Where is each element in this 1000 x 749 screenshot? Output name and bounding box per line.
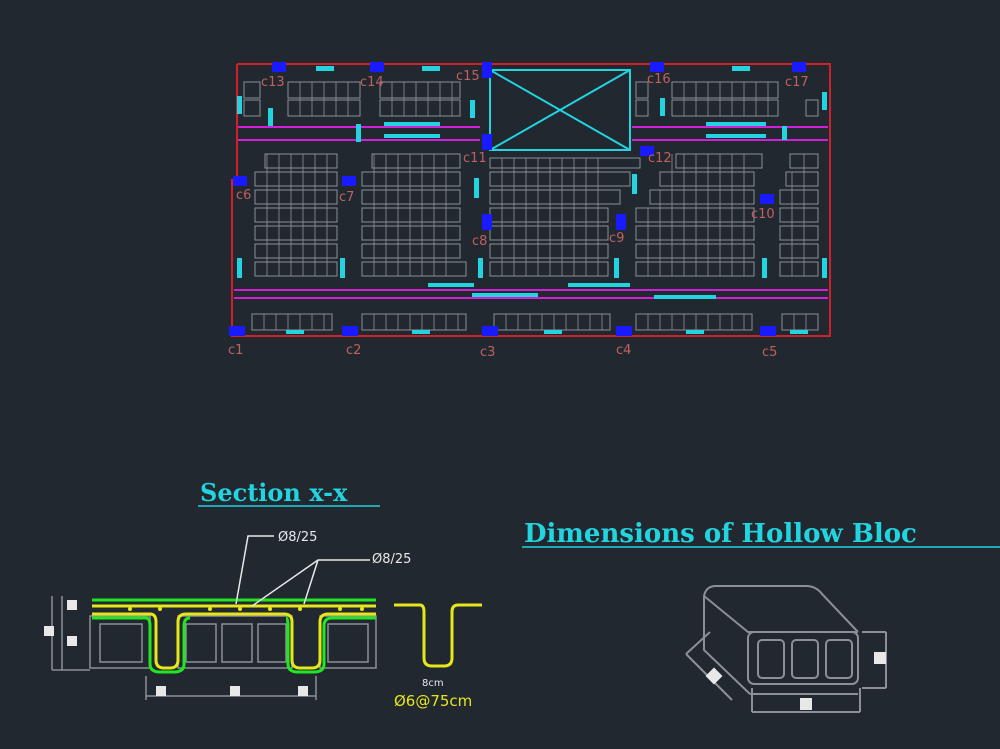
section-detail: Section x-x: [44, 478, 482, 710]
column-c7: [342, 176, 356, 186]
label-c11: c11: [463, 151, 487, 166]
rebar-dots: [128, 607, 364, 611]
label-c12: c12: [648, 151, 672, 166]
column-c1: [229, 326, 245, 336]
stirrup-label: Ø6@75cm: [394, 692, 472, 710]
section-blocks: [51, 596, 377, 700]
label-c16: c16: [647, 72, 671, 87]
column-c16: [650, 62, 664, 72]
column-c15: [482, 62, 492, 78]
column-c8: [482, 214, 492, 230]
column-c4: [616, 326, 632, 336]
block-dimension-markers: [705, 652, 886, 710]
label-c7: c7: [339, 190, 354, 205]
dimension-markers: [44, 600, 308, 696]
label-c5: c5: [762, 345, 777, 360]
label-c4: c4: [616, 343, 631, 358]
label-c3: c3: [480, 345, 495, 360]
rebar-label-bottom: Ø8/25: [372, 552, 411, 567]
column-c3: [482, 326, 498, 336]
column-c5: [760, 326, 776, 336]
column-c6: [233, 176, 247, 186]
column-c11: [482, 134, 492, 150]
floor-plan: c13 c14 c15 c16 c17 c11 c12 c6 c7 c8 c9 …: [228, 62, 831, 360]
column-c10: [760, 194, 774, 204]
column-c14: [370, 62, 384, 72]
beam-lines: [234, 126, 828, 299]
concrete-outline: [92, 598, 376, 674]
rib-width-label: 8cm: [422, 678, 444, 689]
hollow-block-rows: [243, 81, 819, 331]
hollow-block-detail: Dimensions of Hollow Bloc: [522, 519, 1000, 713]
rebar-label-top: Ø8/25: [278, 530, 317, 545]
block-drawing: [685, 585, 887, 713]
stirrup-shape: [394, 603, 482, 668]
column-c13: [272, 62, 286, 72]
block-dividers: [263, 82, 807, 330]
column-c2: [342, 326, 358, 336]
label-c14: c14: [360, 75, 384, 90]
section-title: Section x-x: [200, 478, 348, 507]
label-c15: c15: [456, 69, 480, 84]
column-c12: [640, 146, 654, 156]
block-title: Dimensions of Hollow Bloc: [524, 519, 917, 549]
leader-lines: [235, 535, 370, 607]
label-c13: c13: [261, 75, 285, 90]
label-c10: c10: [751, 207, 775, 222]
cyan-annotation-marks: [237, 66, 827, 334]
label-c17: c17: [785, 75, 809, 90]
column-c9: [616, 214, 626, 230]
label-c1: c1: [228, 343, 243, 358]
label-c6: c6: [236, 188, 251, 203]
column-labels: c13 c14 c15 c16 c17 c11 c12 c6 c7 c8 c9 …: [228, 69, 809, 360]
column-c17: [792, 62, 806, 72]
label-c8: c8: [472, 234, 487, 249]
label-c2: c2: [346, 343, 361, 358]
stair-opening: [489, 69, 631, 151]
columns: [229, 62, 806, 336]
label-c9: c9: [609, 231, 624, 246]
